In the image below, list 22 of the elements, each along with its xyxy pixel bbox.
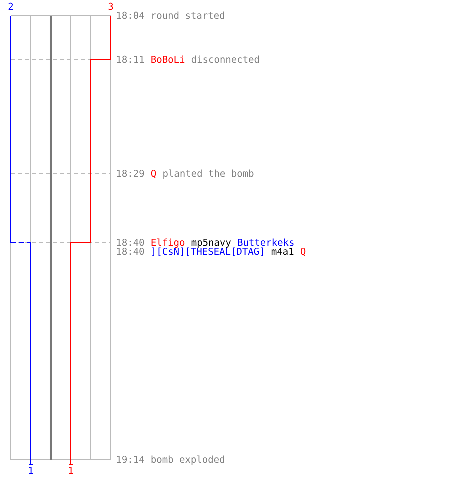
event-text: Elfigo [152, 238, 185, 248]
event-time: 18:11 [117, 56, 144, 64]
player-count: 1 [29, 467, 34, 474]
event-text: bomb exploded [152, 456, 224, 465]
event-text: disconnected [192, 56, 260, 64]
event-text: ][CsN][THESEAL[DTAG] [152, 248, 264, 256]
player-count: 1 [69, 467, 74, 474]
player-count: 3 [108, 2, 114, 10]
event-time: 18:40 [117, 248, 144, 256]
event-text: BoBoLi [152, 56, 185, 64]
event-time: 18:40 [117, 238, 144, 246]
event-text: mp5navy [192, 239, 232, 248]
player-count: 2 [8, 2, 14, 10]
event-time: 19:14 [117, 456, 144, 464]
event-text: Q [151, 170, 156, 178]
event-text: planted the bomb [164, 170, 254, 179]
event-time: 18:29 [117, 170, 144, 178]
event-time: 18:04 [117, 12, 144, 20]
event-text: Q [300, 248, 306, 256]
event-text: round started [152, 12, 224, 20]
event-text: m4a1 [272, 248, 294, 256]
event-text: Butterkeks [238, 238, 294, 246]
